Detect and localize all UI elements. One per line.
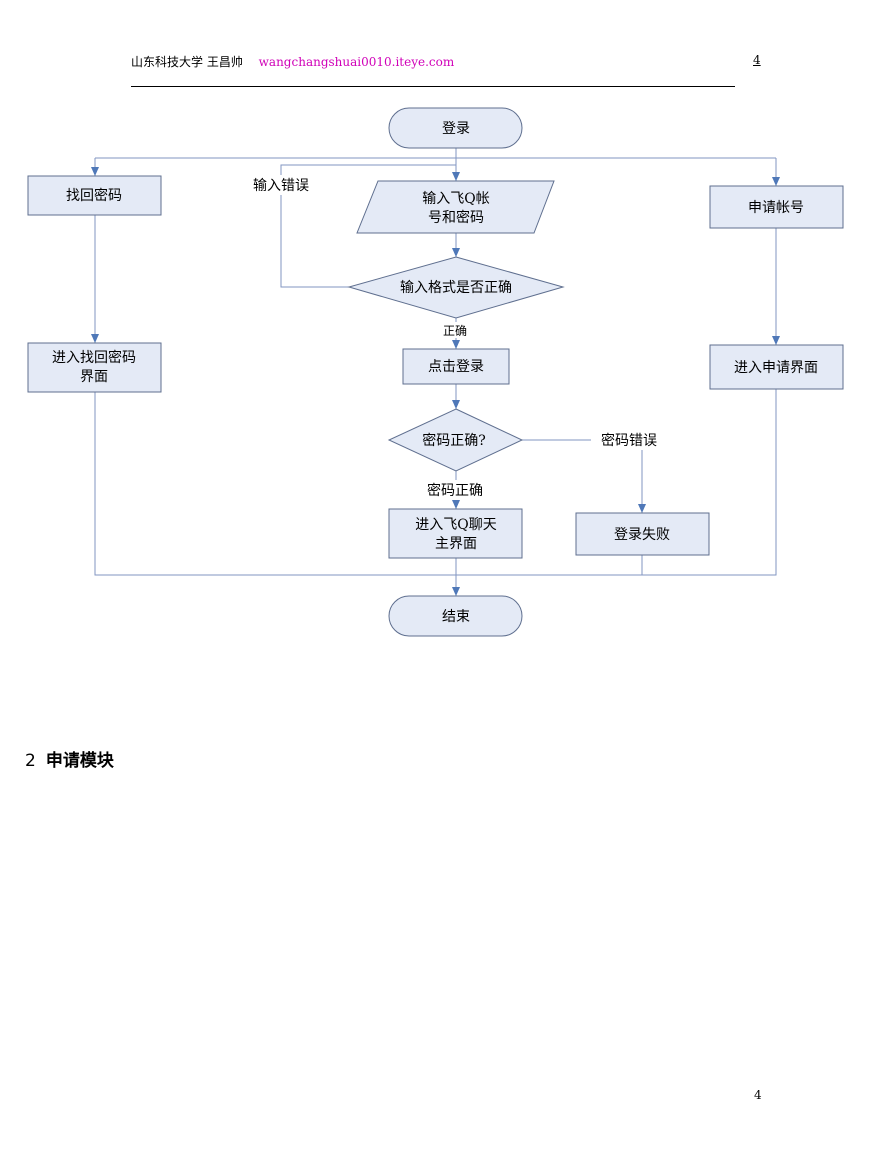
header-site-link[interactable]: wangchangshuai0010.iteye.com [258, 55, 455, 69]
section-heading: 2 申请模块 [25, 746, 114, 771]
end-label: 结束 [442, 609, 470, 625]
header-left: 山东科技大学 王昌帅 wangchangshuai0010.iteye.com [131, 53, 454, 70]
password-wrong-label: 密码错误 [601, 432, 657, 449]
check-format-label: 输入格式是否正确 [400, 280, 512, 296]
login-failed-label: 登录失败 [614, 527, 670, 543]
section-title: 申请模块 [45, 751, 114, 771]
enter-chat-box [388, 508, 523, 559]
section-number: 2 [25, 751, 36, 771]
password-correct-label: 密码正确 [427, 482, 483, 499]
format-correct-label: 正确 [443, 324, 467, 338]
format-correct-label-bg [436, 322, 476, 338]
start-terminal [388, 107, 523, 149]
apply-account-label: 申请帐号 [748, 200, 804, 216]
password-wrong-label-bg [591, 430, 667, 450]
password-correct-label-bg [416, 480, 496, 500]
enter-apply-box [709, 344, 844, 390]
input-error-label: 输入错误 [253, 178, 309, 194]
start-label: 登录 [442, 121, 470, 137]
password-check-label: 密码正确? [422, 432, 486, 449]
login-flowchart: 登录 找回密码 进入找回密码 界面 输入错误 输入飞Q帐 号和密码 输入格式是否… [27, 107, 844, 637]
enter-chat-line1: 进入飞Q聊天 [415, 517, 496, 533]
login-failed-box [575, 512, 710, 556]
footer-page-number: 4 [754, 1088, 762, 1102]
check-format-diamond [347, 256, 565, 319]
input-error-label-bg [243, 175, 319, 195]
password-check-diamond [387, 408, 524, 472]
find-password-label: 找回密码 [66, 187, 122, 204]
header-page-number: 4 [753, 53, 761, 67]
header-school: 山东科技大学 王昌帅 [131, 55, 243, 69]
enter-find-password-box [27, 342, 162, 393]
find-password-box [27, 175, 162, 216]
enter-find-password-line1: 进入找回密码 [52, 349, 136, 366]
input-account-parallelogram [356, 180, 555, 234]
enter-find-password-line2: 界面 [80, 369, 108, 385]
enter-apply-label: 进入申请界面 [734, 360, 818, 376]
input-account-line1: 输入飞Q帐 [422, 191, 489, 207]
apply-account-box [709, 185, 844, 229]
header-rule [131, 86, 735, 87]
input-account-line2: 号和密码 [428, 209, 484, 226]
enter-chat-line2: 主界面 [435, 536, 477, 552]
click-login-label: 点击登录 [428, 359, 484, 375]
click-login-box [402, 348, 510, 385]
end-terminal [388, 595, 523, 637]
